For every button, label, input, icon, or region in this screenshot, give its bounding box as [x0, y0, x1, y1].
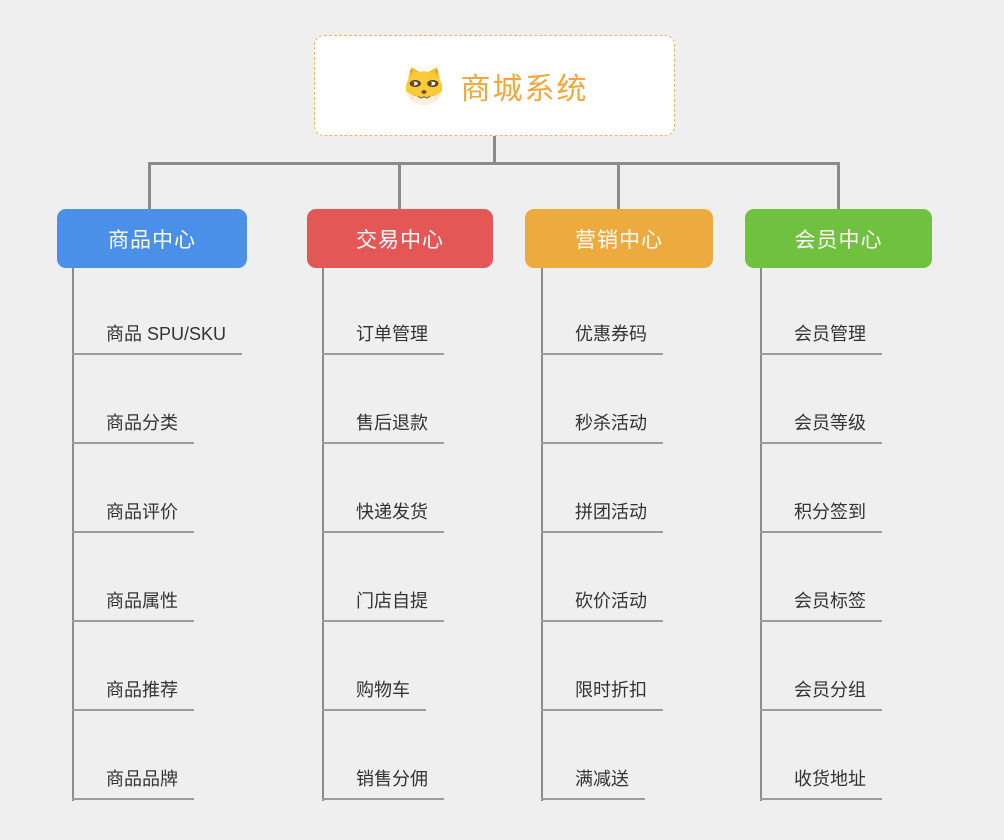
leaf-node[interactable]: 售后退款: [322, 408, 444, 444]
connector-drop-4: [837, 162, 840, 209]
leaf-node[interactable]: 商品品牌: [72, 764, 194, 800]
root-title: 商城系统: [460, 72, 589, 106]
trunk-line-3: [541, 268, 543, 801]
leaf-node[interactable]: 优惠券码: [541, 319, 663, 355]
leaf-node[interactable]: 会员等级: [760, 408, 882, 444]
branch-node-product-center[interactable]: 商品中心: [57, 209, 247, 268]
leaf-node[interactable]: 商品评价: [72, 497, 194, 533]
connector-drop-1: [148, 162, 151, 209]
branch-node-trade-center[interactable]: 交易中心: [307, 209, 493, 268]
leaf-node[interactable]: 限时折扣: [541, 675, 663, 711]
trunk-line-4: [760, 268, 762, 801]
leaf-node[interactable]: 门店自提: [322, 586, 444, 622]
root-node[interactable]: 商城系统: [314, 35, 675, 136]
leaf-node[interactable]: 商品分类: [72, 408, 194, 444]
leaf-node[interactable]: 商品属性: [72, 586, 194, 622]
leaf-node[interactable]: 收货地址: [760, 764, 882, 800]
leaf-node[interactable]: 会员标签: [760, 586, 882, 622]
leaf-node[interactable]: 秒杀活动: [541, 408, 663, 444]
leaf-node[interactable]: 销售分佣: [322, 764, 444, 800]
trunk-line-2: [322, 268, 324, 801]
leaf-node[interactable]: 快递发货: [322, 497, 444, 533]
leaf-node[interactable]: 积分签到: [760, 497, 882, 533]
connector-root-stem: [493, 136, 496, 163]
branch-node-member-center[interactable]: 会员中心: [745, 209, 932, 268]
leaf-node[interactable]: 商品推荐: [72, 675, 194, 711]
leaf-node[interactable]: 会员管理: [760, 319, 882, 355]
connector-horizontal-bar: [148, 162, 840, 165]
leaf-node[interactable]: 商品 SPU/SKU: [72, 319, 243, 355]
leaf-node[interactable]: 订单管理: [322, 319, 444, 355]
connector-drop-2: [398, 162, 401, 209]
dog-face-icon: [401, 65, 447, 107]
leaf-node[interactable]: 砍价活动: [541, 586, 663, 622]
trunk-line-1: [72, 268, 74, 801]
leaf-node[interactable]: 满减送: [541, 764, 645, 800]
connector-drop-3: [617, 162, 620, 209]
leaf-node[interactable]: 购物车: [322, 675, 426, 711]
leaf-node[interactable]: 会员分组: [760, 675, 882, 711]
leaf-node[interactable]: 拼团活动: [541, 497, 663, 533]
branch-node-marketing-center[interactable]: 营销中心: [525, 209, 713, 268]
